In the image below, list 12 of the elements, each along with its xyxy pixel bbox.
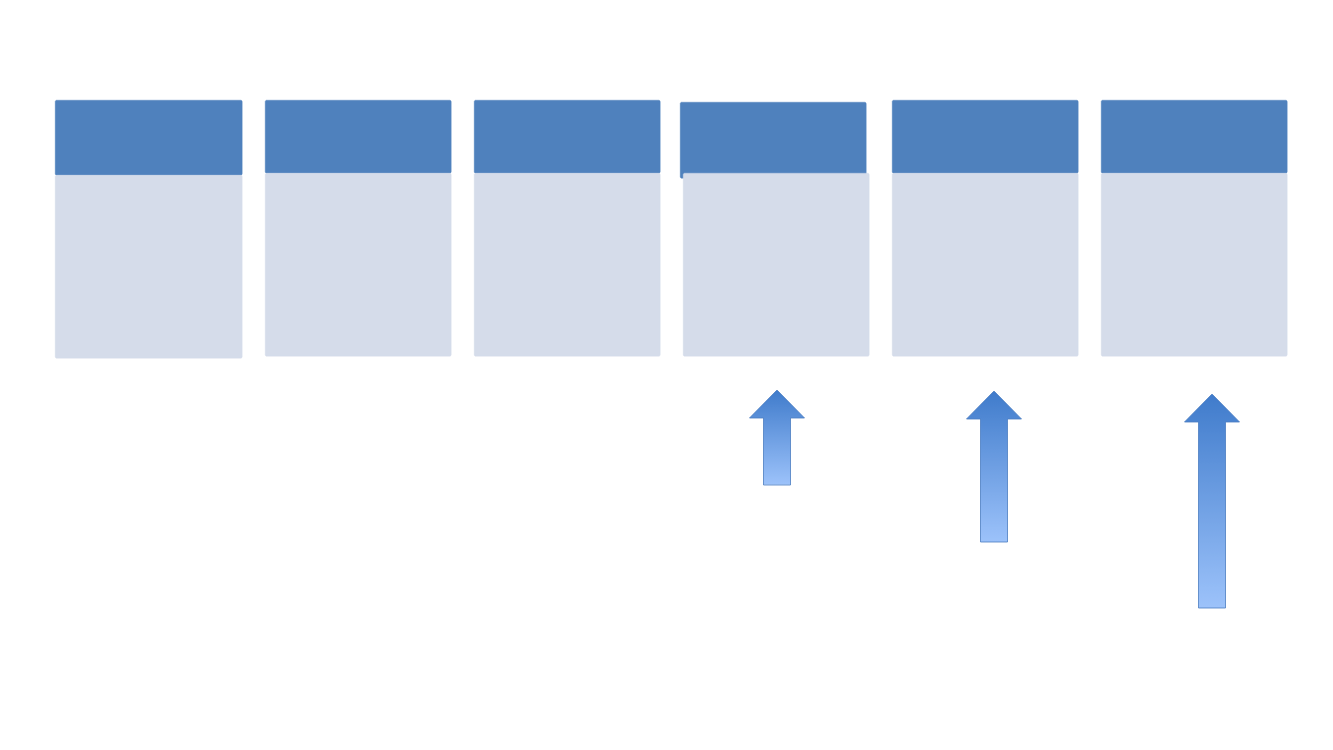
content-panel	[892, 173, 1079, 357]
content-panel	[55, 175, 243, 359]
header-bar	[474, 100, 661, 174]
content-panel	[1101, 173, 1288, 357]
header-bar	[892, 100, 1079, 174]
header-bar	[55, 100, 243, 176]
content-panel	[474, 173, 661, 357]
content-panel	[265, 173, 452, 357]
header-bar	[680, 102, 867, 179]
header-bar	[265, 100, 452, 174]
content-panel	[683, 173, 870, 357]
header-bar	[1101, 100, 1288, 174]
